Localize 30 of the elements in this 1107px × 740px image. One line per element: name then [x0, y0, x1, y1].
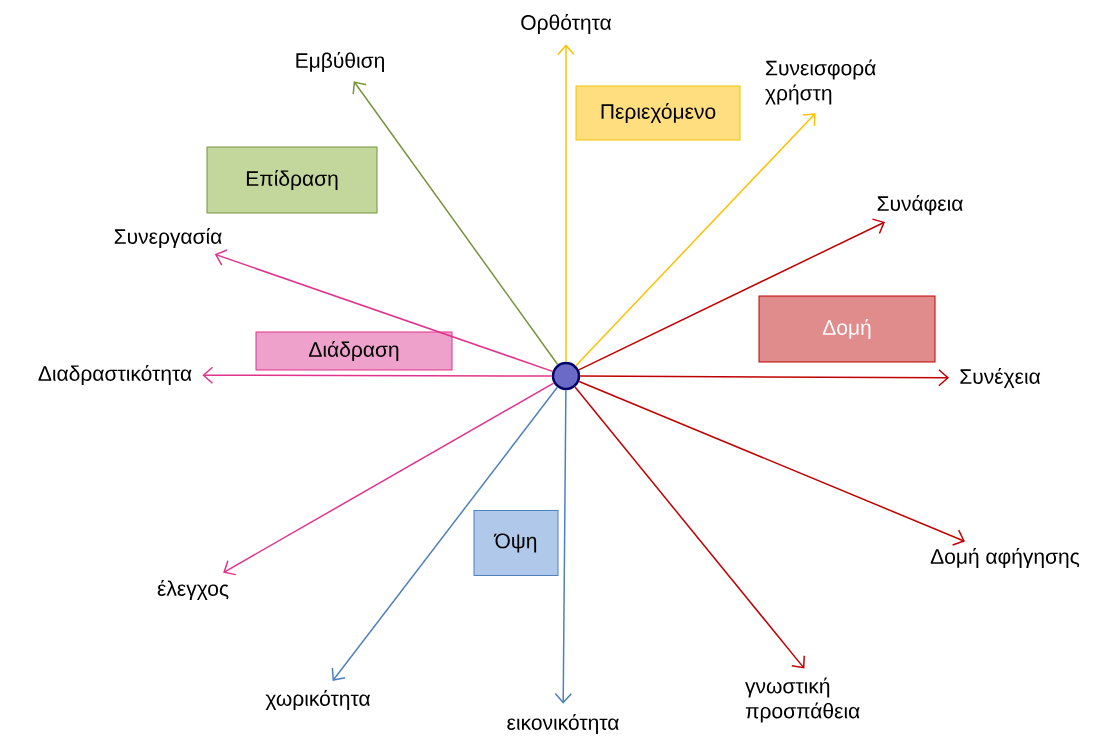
arrow [578, 218, 886, 371]
axis-label: Συνάφεια [877, 194, 963, 216]
arrow [202, 366, 553, 384]
category-box: Διάδραση [255, 331, 453, 371]
arrow [223, 382, 555, 576]
axis-label: Συνέχεια [960, 367, 1041, 389]
axis-label: Συνεισφορά χρήστη [765, 59, 876, 105]
axis-label: εικονικότητα [507, 713, 619, 735]
category-box: Όψη [473, 510, 559, 576]
axis-label: Εμβύθιση [296, 51, 384, 73]
arrow [574, 386, 805, 669]
axis-label: Συνεργασία [114, 227, 222, 249]
arrow [578, 380, 965, 546]
axis-label: έλεγχος [157, 579, 229, 601]
category-box: Επίδραση [206, 146, 378, 214]
category-box: Δομή [758, 295, 936, 363]
axis-label: Δομή αφήγησης [930, 547, 1080, 569]
arrow [557, 44, 575, 363]
arrow [331, 386, 559, 681]
arrow [214, 249, 554, 373]
axis-label: Διαδραστικότητα [38, 364, 192, 386]
arrow [579, 369, 950, 387]
axis-label: Ορθότητα [521, 13, 612, 35]
axis-label: γνωστική προσπάθεια [745, 677, 860, 723]
hub-circle [551, 361, 581, 391]
arrow [575, 113, 816, 367]
category-box: Περιεχόμενο [575, 85, 741, 141]
arrow [554, 389, 572, 704]
axis-label: χωρικότητα [265, 689, 370, 711]
arrow [352, 81, 559, 366]
